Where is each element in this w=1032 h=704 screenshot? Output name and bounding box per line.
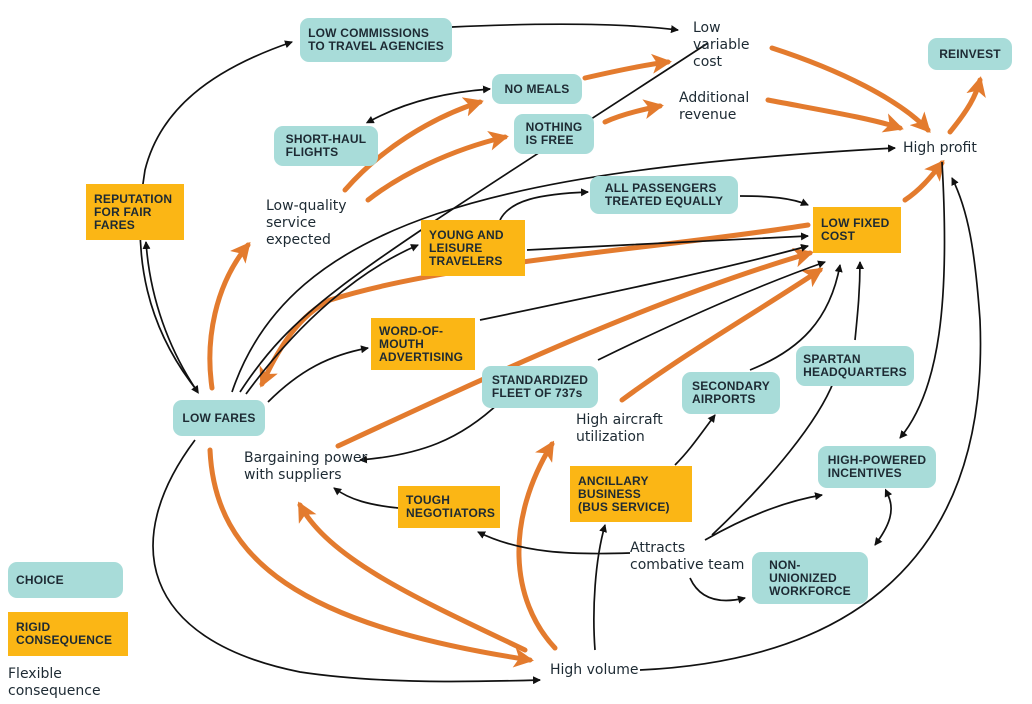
node-short-haul: SHORT-HAUL FLIGHTS <box>274 126 378 166</box>
node-high-volume: High volume <box>550 662 639 678</box>
arrow-lowfares-highvolume-black <box>152 439 541 685</box>
node-attracts: Attracts combative team <box>630 540 745 573</box>
arrow-shorthaul-nomeals <box>365 85 491 124</box>
arrow-lowfixedcost-lowfares <box>259 222 811 388</box>
arrow-nomeals-lowvarcost <box>582 53 672 81</box>
node-low-commissions: LOW COMMISSIONS TO TRAVEL AGENCIES <box>300 18 452 62</box>
arrow-ancillary-secondary <box>674 414 716 466</box>
arrow-attracts-nonunion <box>689 577 746 604</box>
arrow-standardized-lowfixedcost <box>597 260 826 361</box>
node-reputation: REPUTATION FOR FAIR FARES <box>86 184 184 240</box>
arrow-lowfares-highprofit <box>231 144 896 393</box>
arrow-wom-lowfixedcost <box>479 243 809 321</box>
node-high-utilization: High aircraft utilization <box>576 412 663 445</box>
arrow-lowfares-highvolume <box>207 447 534 668</box>
arrow-highvolume-highutil <box>516 440 558 651</box>
node-secondary: SECONDARY AIRPORTS <box>682 372 780 414</box>
node-ancillary: ANCILLARY BUSINESS (BUS SERVICE) <box>570 466 692 522</box>
node-high-powered: HIGH-POWERED INCENTIVES <box>818 446 936 488</box>
node-high-profit: High profit <box>903 140 977 156</box>
node-tough: TOUGH NEGOTIATORS <box>398 486 500 528</box>
arrow-attracts-tough <box>477 531 631 555</box>
arrow-highvolume-bargaining <box>297 501 528 653</box>
node-bargaining: Bargaining power with suppliers <box>244 450 368 483</box>
node-no-meals: NO MEALS <box>492 74 582 104</box>
node-all-passengers: ALL PASSENGERS TREATED EQUALLY <box>590 176 738 214</box>
arrow-bargaining-lowfixedcost <box>335 247 814 449</box>
node-low-fixed-cost: LOW FIXED COST <box>813 207 901 253</box>
arrow-addrev-highprofit <box>765 97 904 133</box>
legend-rigid: RIGID CONSEQUENCE <box>8 612 128 656</box>
arrow-lowfares-young <box>245 244 419 395</box>
arrow-lowfares-wom <box>267 345 369 403</box>
arrow-attracts-spartan <box>711 377 837 536</box>
node-low-quality: Low-quality service expected <box>266 198 347 248</box>
legend-flexible: Flexible consequence <box>8 666 101 699</box>
node-non-unionized: NON- UNIONIZED WORKFORCE <box>752 552 868 604</box>
node-young-leisure: YOUNG AND LEISURE TRAVELERS <box>421 220 525 276</box>
arrow-lowfares-lowquality <box>207 241 251 391</box>
arrow-lowvarcost-highprofit <box>769 45 931 133</box>
node-low-variable-cost: Low variable cost <box>693 20 750 70</box>
arrow-highutil-lowfixedcost <box>619 267 824 403</box>
node-word-of-mouth: WORD-OF- MOUTH ADVERTISING <box>371 318 475 370</box>
arrow-lowfares-reputation <box>142 241 199 394</box>
arrow-tough-bargaining <box>333 487 399 509</box>
node-reinvest: REINVEST <box>928 38 1012 70</box>
arrow-allpassengers-lowfixedcost <box>739 195 809 206</box>
node-low-fares: LOW FARES <box>173 400 265 436</box>
node-standardized: STANDARDIZED FLEET OF 737s <box>482 366 598 408</box>
arrow-young-allpassengers <box>499 188 589 221</box>
arrow-highvolume-ancillary <box>593 524 607 651</box>
arrow-young-lowfixedcost <box>526 232 809 251</box>
node-nothing-free: NOTHING IS FREE <box>514 114 594 154</box>
arrow-attracts-highpowered <box>704 492 823 541</box>
arrow-lowfixedcost-highprofit <box>902 159 945 203</box>
arrow-secondary-lowfixedcost <box>749 264 843 371</box>
legend-choice: CHOICE <box>8 562 123 598</box>
arrow-lowquality-nothingfree <box>365 130 509 203</box>
arrow-lowcommissions-lowvarcost <box>451 23 679 34</box>
node-additional-revenue: Additional revenue <box>679 90 750 123</box>
node-spartan: SPARTAN HEADQUARTERS <box>796 346 914 386</box>
arrow-standardized-bargaining <box>359 401 501 464</box>
arrow-highprofit-reinvest <box>947 76 986 135</box>
arrow-highprofit-highpowered <box>899 161 946 439</box>
arrow-highvolume-highprofit <box>639 177 982 671</box>
arrow-highpowered-nonunion <box>874 488 893 546</box>
arrow-spartan-lowfixedcost <box>854 261 864 341</box>
arrow-nothingfree-addrev <box>602 99 664 125</box>
